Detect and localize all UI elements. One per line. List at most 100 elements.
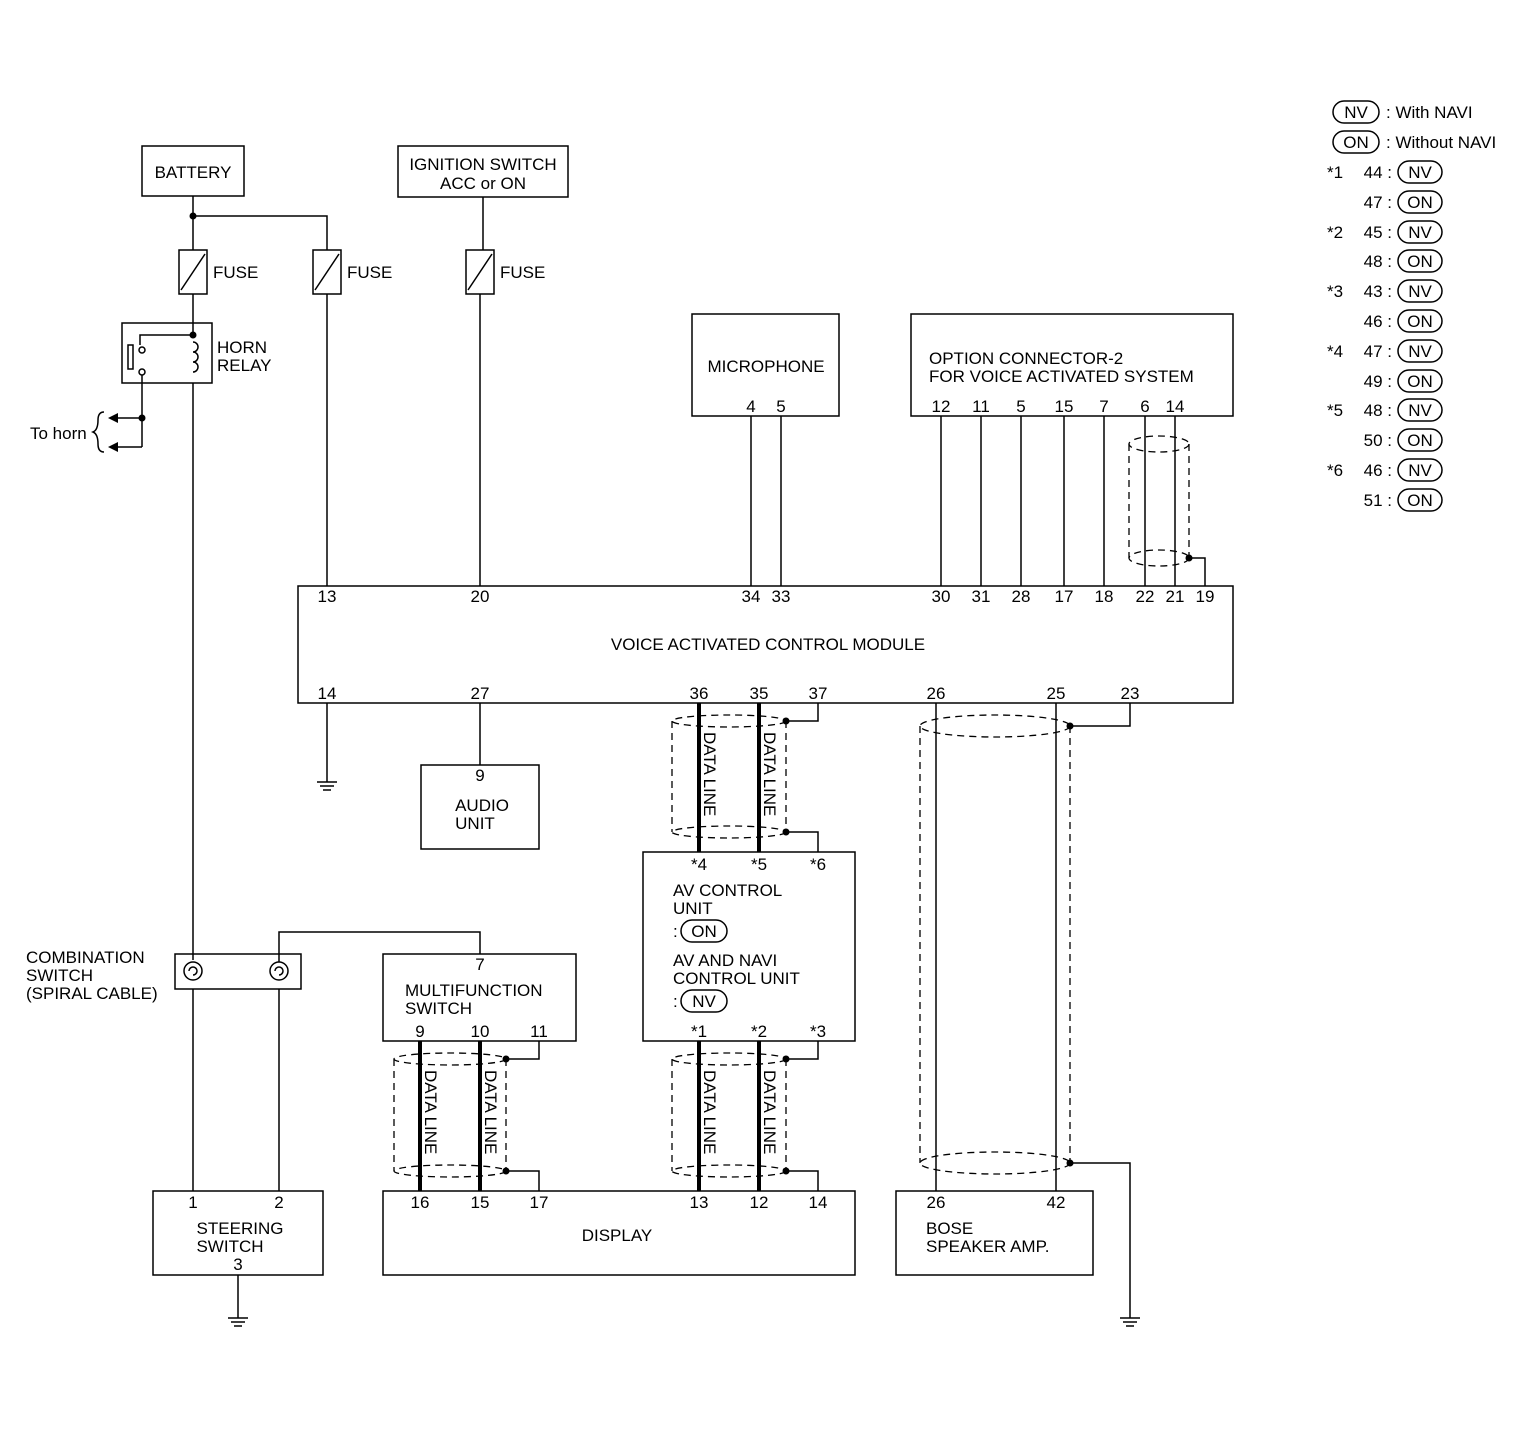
vacm-bottom-pin: 37 — [809, 684, 828, 703]
vacm-bottom-pin: 14 — [318, 684, 337, 703]
bose-pin-42: 42 — [1047, 1193, 1066, 1212]
legend-nv-desc: : With NAVI — [1386, 103, 1473, 122]
fuse-3-label: FUSE — [500, 263, 545, 282]
vacm-top-pin: 13 — [318, 587, 337, 606]
legend-mark: *4 — [1327, 342, 1343, 361]
legend-badge-outline — [1397, 369, 1443, 393]
legend-badge: ON — [1407, 252, 1433, 271]
legend-badge: NV — [1408, 461, 1432, 480]
legend-badge: ON — [1407, 193, 1433, 212]
legend-pin: 43 : — [1364, 282, 1392, 301]
legend-badge-outline — [1397, 309, 1443, 333]
legend-badge: ON — [1407, 372, 1433, 391]
audio-unit-label: AUDIO — [455, 796, 509, 815]
legend-badge: NV — [1408, 282, 1432, 301]
multifunction-pin-11: 11 — [530, 1022, 548, 1041]
horn-relay-label-2: RELAY — [217, 356, 272, 375]
vacm-ground — [317, 703, 337, 791]
bose-label-2: SPEAKER AMP. — [926, 1237, 1049, 1256]
av-on-badge-outline — [680, 919, 728, 943]
data-line-label: DATA LINE — [700, 732, 719, 816]
display-pin: 12 — [750, 1193, 769, 1212]
av-unit-pin-4: *4 — [691, 855, 707, 874]
vacm-top-pin: 33 — [772, 587, 791, 606]
legend-badge: ON — [1407, 312, 1433, 331]
vacm-bottom-pin: 23 — [1121, 684, 1140, 703]
vacm-top-pin: 19 — [1196, 587, 1215, 606]
option-connector-pin: 5 — [1016, 397, 1025, 416]
legend-on-desc: : Without NAVI — [1386, 133, 1496, 152]
av-control-unit-box — [642, 851, 856, 1042]
microphone-box — [691, 313, 840, 417]
legend-pin: 44 : — [1364, 163, 1392, 182]
legend-badge-outline — [1397, 190, 1443, 214]
display-pin: 15 — [471, 1193, 490, 1212]
display-pin: 13 — [690, 1193, 709, 1212]
data-line-label: DATA LINE — [421, 1070, 440, 1154]
steering-pin-2: 2 — [274, 1193, 283, 1212]
legend-badge-outline — [1397, 339, 1443, 363]
legend-pin: 49 : — [1364, 372, 1392, 391]
vacm-bottom-pin: 27 — [471, 684, 490, 703]
vacm-top-pin: 17 — [1055, 587, 1074, 606]
vacm-label: VOICE ACTIVATED CONTROL MODULE — [611, 635, 925, 654]
legend-badge-outline — [1397, 488, 1443, 512]
option-connector-sublabel: FOR VOICE ACTIVATED SYSTEM — [929, 367, 1194, 386]
steering-ground — [228, 1275, 248, 1327]
legend-mark: *5 — [1327, 401, 1343, 420]
data-line-shield-multifunction-display: DATA LINE DATA LINE — [393, 1041, 540, 1191]
steering-switch-label: STEERING — [197, 1219, 284, 1238]
combination-switch-label-3: (SPIRAL CABLE) — [26, 984, 158, 1003]
legend-nv-badge-outline — [1332, 100, 1380, 124]
option-connector-label: OPTION CONNECTOR-2 — [929, 349, 1123, 368]
display-label: DISPLAY — [582, 1226, 653, 1245]
to-horn: To horn — [30, 411, 146, 453]
multifunction-pin-10: 10 — [471, 1022, 490, 1041]
data-line-label: DATA LINE — [760, 732, 779, 816]
ignition-switch-mode: ACC or ON — [440, 174, 526, 193]
horn-relay: HORN RELAY — [121, 294, 272, 447]
legend-mark: *3 — [1327, 282, 1343, 301]
data-line-label: DATA LINE — [481, 1070, 500, 1154]
legend-mark: *6 — [1327, 461, 1343, 480]
audio-unit-pin: 9 — [475, 766, 484, 785]
legend-pin: 47 : — [1364, 193, 1392, 212]
display-pin: 17 — [530, 1193, 549, 1212]
av-control-unit-label-2: UNIT — [673, 899, 713, 918]
legend-pin: 45 : — [1364, 223, 1392, 242]
combination-switch-label-2: SWITCH — [26, 966, 93, 985]
vacm-top-pin: 28 — [1012, 587, 1031, 606]
multifunction-switch-label-2: SWITCH — [405, 999, 472, 1018]
av-unit-pin-2: *2 — [751, 1022, 767, 1041]
steering-switch-label-2: SWITCH — [196, 1237, 263, 1256]
vacm-top-pin: 34 — [742, 587, 761, 606]
legend-badge-outline — [1397, 279, 1443, 303]
combination-switch-label: COMBINATION — [26, 948, 145, 967]
audio-unit-box — [420, 764, 540, 850]
av-unit-pin-1: *1 — [691, 1022, 707, 1041]
fuse-2: FUSE — [312, 249, 392, 295]
legend-mark: *2 — [1327, 223, 1343, 242]
microphone-label: MICROPHONE — [707, 357, 824, 376]
vacm-top-pin: 22 — [1136, 587, 1155, 606]
voice-activated-control-module-box — [297, 585, 1234, 704]
option-connector-pin: 11 — [972, 397, 990, 416]
av-colon: : — [673, 922, 678, 941]
combination-switch: COMBINATION SWITCH (SPIRAL CABLE) — [26, 948, 302, 1003]
av-unit-pin-3: *3 — [810, 1022, 826, 1041]
battery-branch-wire — [193, 215, 328, 250]
vacm-bottom-pin: 25 — [1047, 684, 1066, 703]
vacm-bottom-pin: 35 — [750, 684, 769, 703]
audio-unit-label-2: UNIT — [455, 814, 495, 833]
legend-on-badge: ON — [1343, 133, 1369, 152]
fuse-1: FUSE — [178, 249, 258, 295]
option-connector-pin: 15 — [1055, 397, 1074, 416]
legend-badge-outline — [1397, 220, 1443, 244]
legend-badge-outline — [1397, 428, 1443, 452]
multifunction-pin-9: 9 — [415, 1022, 424, 1041]
